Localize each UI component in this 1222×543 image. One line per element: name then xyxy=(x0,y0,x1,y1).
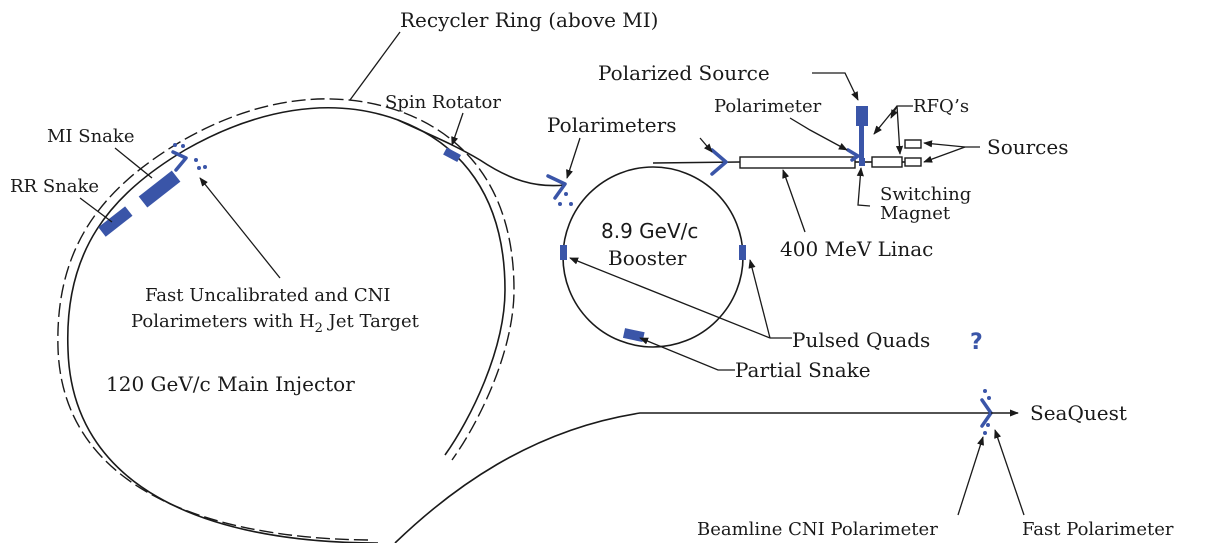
booster-energy-label: 8.9 GeV/c xyxy=(601,219,698,243)
rfqs-pointer-3 xyxy=(895,105,904,155)
spin-rotator-device xyxy=(443,147,462,163)
pulsed-quad-right xyxy=(739,245,746,260)
partial-snake-pointer xyxy=(639,337,735,371)
fast-polarimeter-label: Fast Polarimeter xyxy=(1022,519,1174,540)
pulsed-quads-pointer-right xyxy=(748,259,771,339)
polarimeters-pointer-2 xyxy=(699,137,713,153)
seaquest-label: SeaQuest xyxy=(1030,401,1127,425)
sources-label: Sources xyxy=(987,135,1068,159)
sources-pointer-1 xyxy=(923,140,980,148)
mi-snake-label: MI Snake xyxy=(47,126,134,147)
source-box-lower xyxy=(904,157,922,167)
rfq-box xyxy=(871,156,903,168)
linac-pointer xyxy=(782,169,806,233)
mi-snake-pointer xyxy=(114,147,153,179)
jet-target-pointer xyxy=(199,177,281,279)
switching-magnet xyxy=(859,158,865,166)
main-injector-label: 120 GeV/c Main Injector xyxy=(106,372,355,396)
polarized-source-column xyxy=(859,126,864,158)
sources-pointer-2 xyxy=(923,146,966,163)
partial-snake-device xyxy=(622,328,645,343)
seaquest-beamline xyxy=(394,412,990,543)
magnet-label: Magnet xyxy=(880,203,951,224)
jet-polarimeter-icon xyxy=(171,143,207,172)
pulsed-quads-label: Pulsed Quads xyxy=(792,328,930,352)
pulsed-quad-left xyxy=(560,245,567,260)
linac-polarimeter-icon xyxy=(846,148,860,162)
mi-snake-device xyxy=(138,170,181,208)
jet-polarimeters-label-line2: Polarimeters with H2 Jet Target xyxy=(131,311,420,336)
spin-rotator-pointer xyxy=(451,112,464,146)
main-injector-ring xyxy=(67,107,506,543)
mi-booster-transfer-line xyxy=(397,119,566,187)
polarized-source-label: Polarized Source xyxy=(598,61,770,85)
rfqs-label: RFQ’s xyxy=(913,96,969,117)
rr-snake-label: RR Snake xyxy=(10,176,99,197)
switching-magnet-pointer xyxy=(856,167,871,207)
recycler-pointer xyxy=(349,31,401,101)
polarimeters-label: Polarimeters xyxy=(547,113,676,137)
seaquest-polarimeter-icon xyxy=(980,389,993,435)
polarimeter-label: Polarimeter xyxy=(714,96,822,117)
polarimeters-pointer-1 xyxy=(566,137,581,179)
linac-entrance-polarimeter-icon xyxy=(710,148,728,176)
booster-label: Booster xyxy=(608,246,687,270)
rr-snake-device xyxy=(98,206,133,237)
fast-polarimeter-pointer xyxy=(994,429,1025,516)
polarimeter-pointer xyxy=(789,117,848,151)
polarized-source-pointer xyxy=(812,72,859,101)
polarized-source-device xyxy=(856,106,868,126)
linac-tube xyxy=(739,156,856,169)
rfqs-pointer-2 xyxy=(873,105,898,135)
pulsed-quads-question-mark: ? xyxy=(970,330,983,355)
switching-label: Switching xyxy=(880,184,971,205)
partial-snake-label: Partial Snake xyxy=(735,358,871,382)
booster-polarimeter-icon xyxy=(546,174,573,206)
rfqs-pointer-1 xyxy=(890,105,913,119)
spin-rotator-label: Spin Rotator xyxy=(385,92,501,113)
recycler-ring xyxy=(57,98,515,541)
beamline-cni-label: Beamline CNI Polarimeter xyxy=(697,519,938,540)
recycler-ring-label: Recycler Ring (above MI) xyxy=(400,8,659,32)
jet-polarimeters-label-line1: Fast Uncalibrated and CNI xyxy=(145,285,390,306)
rr-snake-pointer xyxy=(79,197,113,223)
beamline-cni-pointer xyxy=(957,436,984,516)
pulsed-quads-pointer-left xyxy=(569,257,771,339)
linac-label: 400 MeV Linac xyxy=(780,237,933,261)
source-box-upper xyxy=(904,139,922,149)
